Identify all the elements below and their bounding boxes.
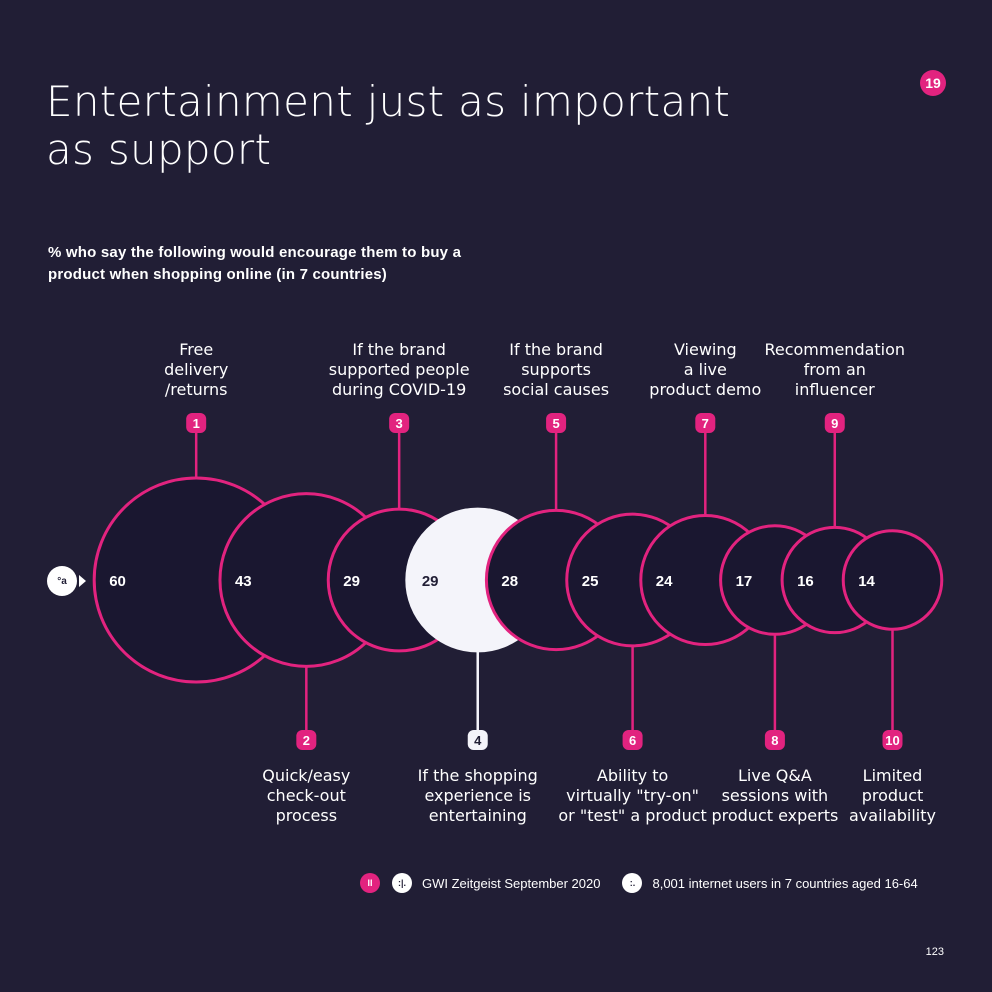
rank-badge-2: [296, 730, 317, 750]
bubble-10: [841, 529, 944, 631]
rank-badge-7: [695, 413, 716, 433]
value-label-3: 29: [343, 573, 360, 590]
category-label-line: experience is: [424, 786, 531, 805]
rank-badge-6: [622, 730, 643, 750]
category-label-line: Quick/easy: [262, 766, 350, 785]
page-title: Entertainment just as important as suppo…: [46, 77, 731, 174]
rank-badge-9: [824, 413, 845, 433]
category-label-line: sessions with: [722, 786, 829, 805]
category-label-line: process: [276, 806, 337, 825]
arrow-right-icon: [79, 575, 86, 587]
category-label-line: Live Q&A: [738, 766, 812, 785]
rank-number-1: 1: [193, 416, 200, 431]
rank-number-7: 7: [702, 416, 709, 431]
value-label-7: 24: [656, 573, 673, 590]
connector-layer: [194, 423, 894, 740]
rank-badge-8: [764, 730, 785, 750]
rank-number-2: 2: [303, 733, 310, 748]
rank-badge-3: [389, 413, 410, 433]
rank-number-4: 4: [474, 733, 482, 748]
value-label-9: 16: [797, 573, 814, 590]
category-label-line: or "test" a product: [558, 806, 706, 825]
base-icon: :.: [622, 873, 643, 893]
category-label-line: If the brand: [509, 340, 603, 359]
category-label-line: during COVID-19: [332, 380, 466, 399]
category-label-line: If the brand: [352, 340, 446, 359]
source-footer: II :|. GWI Zeitgeist September 2020 :. 8…: [360, 872, 918, 894]
category-label-line: product: [862, 786, 924, 805]
category-label-line: product experts: [711, 806, 838, 825]
category-label-line: influencer: [795, 380, 875, 399]
value-label-5: 28: [501, 573, 518, 590]
rank-badge-1: [186, 413, 207, 433]
value-label-10: 14: [858, 573, 875, 590]
rank-number-5: 5: [552, 416, 559, 431]
category-label-line: check-out: [267, 786, 346, 805]
category-label-line: product demo: [649, 380, 761, 399]
rank-number-8: 8: [771, 733, 778, 748]
value-label-6: 25: [582, 573, 599, 590]
category-label-line: Limited: [863, 766, 923, 785]
rank-number-9: 9: [831, 416, 838, 431]
category-label-line: /returns: [165, 380, 228, 399]
bubble-layer: [92, 476, 944, 684]
page-number: 123: [925, 946, 944, 958]
category-label-line: from an: [804, 360, 866, 379]
value-label-4: 29: [422, 573, 439, 590]
chart-subtitle: % who say the following would encourage …: [48, 244, 462, 283]
category-label-line: social causes: [503, 380, 609, 399]
category-label-line: availability: [849, 806, 936, 825]
value-label-8: 17: [736, 573, 753, 590]
rank-badge-10: [882, 730, 903, 750]
people-icon: °a: [47, 566, 77, 596]
source-text: GWI Zeitgeist September 2020: [422, 875, 601, 891]
page-badge: 19: [920, 70, 946, 96]
category-label-line: entertaining: [429, 806, 527, 825]
source-icon: II: [360, 873, 380, 893]
base-text: 8,001 internet users in 7 countries aged…: [652, 875, 918, 891]
rank-badge-4: [467, 730, 488, 750]
category-label-line: virtually "try-on": [566, 786, 699, 805]
category-label-line: a live: [684, 360, 727, 379]
rank-badge-5: [546, 413, 567, 433]
survey-icon: :|.: [392, 873, 412, 893]
category-label-line: supports: [521, 360, 591, 379]
value-label-1: 60: [109, 573, 126, 590]
category-label-line: Ability to: [597, 766, 668, 785]
rank-number-3: 3: [396, 416, 403, 431]
category-label-line: Free: [179, 340, 213, 359]
category-label-line: Recommendation: [764, 340, 905, 359]
rank-number-6: 6: [629, 733, 636, 748]
category-label-line: delivery: [164, 360, 228, 379]
category-label-line: If the shopping: [418, 766, 538, 785]
category-label-line: Viewing: [674, 340, 737, 359]
rank-number-10: 10: [885, 733, 899, 748]
category-label-line: supported people: [329, 360, 470, 379]
value-label-2: 43: [235, 573, 252, 590]
